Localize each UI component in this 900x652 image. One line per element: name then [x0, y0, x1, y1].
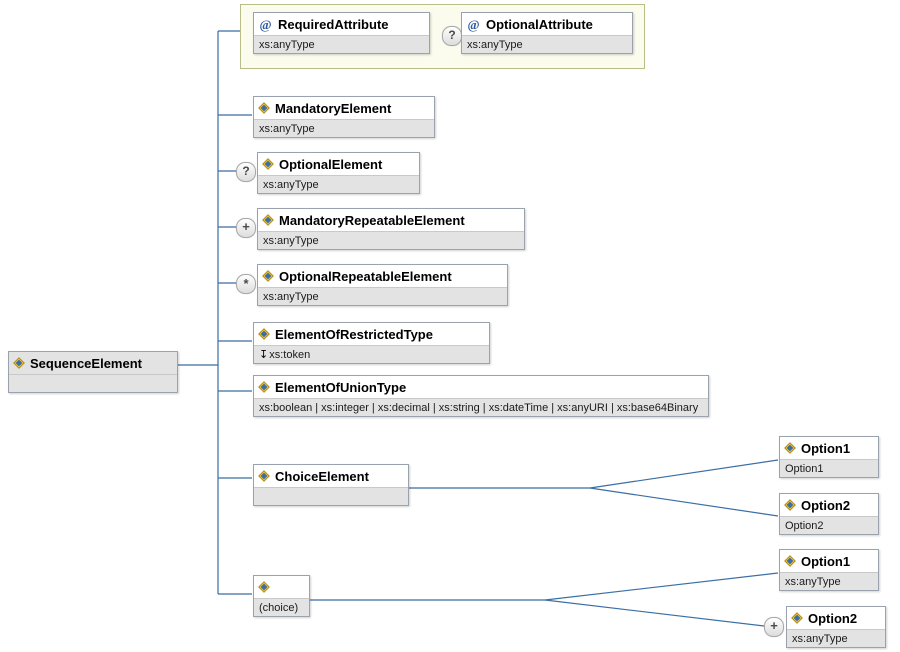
- node-label: ChoiceElement: [275, 468, 369, 484]
- element-icon: [258, 381, 270, 393]
- node-label: OptionalAttribute: [486, 16, 593, 32]
- node-label: OptionalElement: [279, 156, 383, 172]
- node-title-row: @ RequiredAttribute: [254, 13, 429, 35]
- occurrence-marker-optional-repeatable: *: [236, 274, 256, 294]
- node-title-row: Option2: [780, 494, 878, 516]
- node-choice-element[interactable]: ChoiceElement: [253, 464, 409, 506]
- element-icon: [258, 470, 270, 482]
- node-subtype: Option2: [780, 516, 878, 534]
- node-title-row: ElementOfUnionType: [254, 376, 708, 398]
- node-element-of-union-type[interactable]: ElementOfUnionType xs:boolean | xs:integ…: [253, 375, 709, 417]
- occurrence-marker-optional-attribute: ?: [442, 26, 462, 46]
- node-choice-option1[interactable]: Option1 Option1: [779, 436, 879, 478]
- node-label: ElementOfRestrictedType: [275, 326, 433, 342]
- element-icon: [258, 581, 270, 593]
- node-subtype: xs:anyType: [787, 629, 885, 647]
- node-anonymous-choice[interactable]: (choice): [253, 575, 310, 617]
- node-title-row: ChoiceElement: [254, 465, 408, 487]
- node-sequence-element[interactable]: SequenceElement: [8, 351, 178, 393]
- node-label: Option1: [801, 553, 851, 569]
- node-label: SequenceElement: [30, 355, 142, 371]
- occurrence-marker-mandatory-repeatable: +: [236, 218, 256, 238]
- element-icon: [262, 158, 274, 170]
- node-subtype: xs:anyType: [462, 35, 632, 53]
- node-title-row: ElementOfRestrictedType: [254, 323, 489, 345]
- node-label: RequiredAttribute: [278, 16, 389, 32]
- restriction-arrow-icon: ↧: [259, 349, 269, 361]
- node-title-row: Option1: [780, 550, 878, 572]
- element-icon: [791, 612, 803, 624]
- node-element-of-restricted-type[interactable]: ElementOfRestrictedType ↧xs:token: [253, 322, 490, 364]
- element-icon: [258, 102, 270, 114]
- node-title-row: Option1: [780, 437, 878, 459]
- occurrence-marker-choice-group-option2: +: [764, 617, 784, 637]
- node-attribute-required[interactable]: @ RequiredAttribute xs:anyType: [253, 12, 430, 54]
- node-choice-group-option2[interactable]: Option2 xs:anyType: [786, 606, 886, 648]
- element-icon: [262, 214, 274, 226]
- node-subtype: (choice): [254, 598, 309, 616]
- node-subtype: ↧xs:token: [254, 345, 489, 363]
- element-icon: [784, 499, 796, 511]
- node-title-row: SequenceElement: [9, 352, 177, 374]
- node-label: MandatoryRepeatableElement: [279, 212, 465, 228]
- node-title-row: Option2: [787, 607, 885, 629]
- node-label: Option1: [801, 440, 851, 456]
- node-subtype: xs:anyType: [254, 119, 434, 137]
- element-icon: [262, 270, 274, 282]
- node-subtype: xs:anyType: [258, 231, 524, 249]
- node-title-row: OptionalRepeatableElement: [258, 265, 507, 287]
- node-subtype: xs:anyType: [258, 287, 507, 305]
- node-optional-repeatable-element[interactable]: OptionalRepeatableElement xs:anyType: [257, 264, 508, 306]
- node-subtype: xs:anyType: [258, 175, 419, 193]
- node-label: MandatoryElement: [275, 100, 392, 116]
- node-label: Option2: [801, 497, 851, 513]
- node-optional-element[interactable]: OptionalElement xs:anyType: [257, 152, 420, 194]
- node-subtype: Option1: [780, 459, 878, 477]
- node-label: Option2: [808, 610, 858, 626]
- node-subtype: xs:anyType: [780, 572, 878, 590]
- attribute-icon: @: [259, 16, 272, 32]
- node-subtype: xs:boolean | xs:integer | xs:decimal | x…: [254, 398, 708, 416]
- element-icon: [784, 555, 796, 567]
- node-title-row: MandatoryRepeatableElement: [258, 209, 524, 231]
- node-label: ElementOfUnionType: [275, 379, 407, 395]
- node-title-row: OptionalElement: [258, 153, 419, 175]
- node-choice-option2[interactable]: Option2 Option2: [779, 493, 879, 535]
- node-attribute-optional[interactable]: @ OptionalAttribute xs:anyType: [461, 12, 633, 54]
- element-icon: [784, 442, 796, 454]
- attribute-icon: @: [467, 16, 480, 32]
- node-subtype: [254, 487, 408, 505]
- node-choice-group-option1[interactable]: Option1 xs:anyType: [779, 549, 879, 591]
- node-title-row: [254, 576, 309, 598]
- node-title-row: @ OptionalAttribute: [462, 13, 632, 35]
- node-subtype: xs:anyType: [254, 35, 429, 53]
- node-subtype-text: xs:token: [269, 349, 311, 361]
- element-icon: [13, 357, 25, 369]
- node-title-row: MandatoryElement: [254, 97, 434, 119]
- node-subtype: [9, 374, 177, 392]
- node-label: OptionalRepeatableElement: [279, 268, 452, 284]
- occurrence-marker-optional-element: ?: [236, 162, 256, 182]
- element-icon: [258, 328, 270, 340]
- node-mandatory-repeatable-element[interactable]: MandatoryRepeatableElement xs:anyType: [257, 208, 525, 250]
- node-mandatory-element[interactable]: MandatoryElement xs:anyType: [253, 96, 435, 138]
